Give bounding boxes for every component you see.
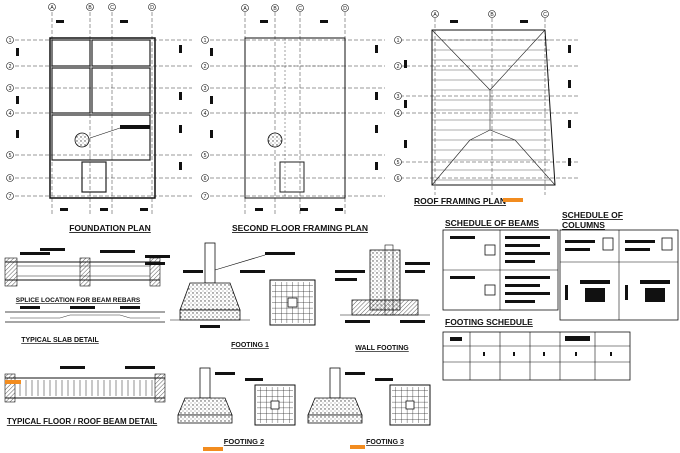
splice-detail: SPLICE LOCATION FOR BEAM REBARS xyxy=(4,248,170,304)
roof-framing-plan: ROOF FRAMING PLAN xyxy=(400,12,580,206)
grid-bubble-letter: D xyxy=(341,4,349,12)
footing-schedule: FOOTING SCHEDULE xyxy=(442,317,631,381)
foundation-outline xyxy=(49,37,156,199)
grid-bubble-number: 3 xyxy=(394,92,402,100)
grid-bubble-number: 1 xyxy=(201,36,209,44)
svg-text:1: 1 xyxy=(397,38,400,44)
column-footing-symbol xyxy=(74,132,90,148)
grid-bubble-number: 5 xyxy=(394,158,402,166)
schedule-columns-title-2: COLUMNS xyxy=(562,220,605,230)
slab-detail-title: TYPICAL SLAB DETAIL xyxy=(21,337,99,344)
svg-text:5: 5 xyxy=(397,160,400,166)
grid-bubble-letter: A xyxy=(48,3,56,11)
grid-bubble-letter: C xyxy=(296,4,304,12)
grid-bubble-letter: C xyxy=(541,10,549,18)
footing-1-title: FOOTING 1 xyxy=(231,342,269,349)
grid-bubble-number: 5 xyxy=(6,151,14,159)
svg-text:3: 3 xyxy=(9,86,12,92)
callout-bar xyxy=(120,125,150,129)
svg-text:1: 1 xyxy=(204,38,207,44)
footing-3-highlight xyxy=(350,445,365,449)
svg-text:4: 4 xyxy=(397,111,400,117)
grid-bubble-number: 5 xyxy=(201,151,209,159)
svg-text:2: 2 xyxy=(397,64,400,70)
svg-text:3: 3 xyxy=(204,86,207,92)
grid-bubble-number: 2 xyxy=(6,62,14,70)
wall-footing-title: WALL FOOTING xyxy=(355,345,409,352)
svg-text:C: C xyxy=(543,12,547,18)
roof-plan-highlight xyxy=(503,198,523,202)
grid-bubble-letter: A xyxy=(241,4,249,12)
roof-framing-plan-title: ROOF FRAMING PLAN xyxy=(414,196,506,206)
svg-text:6: 6 xyxy=(204,176,207,182)
splice-detail-title: SPLICE LOCATION FOR BEAM REBARS xyxy=(16,297,141,304)
footing-2-highlight xyxy=(203,447,223,451)
second-floor-plan-title: SECOND FLOOR FRAMING PLAN xyxy=(232,223,368,233)
foundation-plan-title: FOUNDATION PLAN xyxy=(69,223,151,233)
svg-text:C: C xyxy=(110,5,114,11)
grid-bubble-number: 4 xyxy=(201,109,209,117)
svg-text:6: 6 xyxy=(9,176,12,182)
grid-bubble-number: 6 xyxy=(394,174,402,182)
grid-bubble-letter: D xyxy=(148,3,156,11)
second-floor-framing-plan: SECOND FLOOR FRAMING PLAN xyxy=(210,12,385,233)
grid-bubble-number: 3 xyxy=(201,84,209,92)
typical-slab-detail: TYPICAL SLAB DETAIL xyxy=(5,306,165,344)
grid-bubble-number: 7 xyxy=(201,192,209,200)
column-symbol xyxy=(267,132,283,148)
grid-bubble-letter: A xyxy=(431,10,439,18)
svg-text:B: B xyxy=(490,12,494,18)
grid-bubble-number: 1 xyxy=(394,36,402,44)
footing-2-detail: FOOTING 2 xyxy=(177,367,296,451)
grid-bubble-number: 2 xyxy=(394,62,402,70)
svg-text:5: 5 xyxy=(204,153,207,159)
grid-bubble-letter: B xyxy=(488,10,496,18)
grid-bubble-letter: B xyxy=(86,3,94,11)
foundation-plan: FOUNDATION PLAN xyxy=(15,12,192,233)
svg-text:6: 6 xyxy=(397,176,400,182)
grid-bubble-number: 4 xyxy=(6,109,14,117)
svg-text:D: D xyxy=(343,6,347,12)
footing-3-title: FOOTING 3 xyxy=(366,439,404,446)
grid-bubble-number: 4 xyxy=(394,109,402,117)
svg-text:A: A xyxy=(243,6,247,12)
svg-text:4: 4 xyxy=(204,111,207,117)
footing-schedule-title: FOOTING SCHEDULE xyxy=(445,317,533,327)
grid-bubble-letter: B xyxy=(271,4,279,12)
footing-2-title: FOOTING 2 xyxy=(224,437,264,446)
svg-text:A: A xyxy=(50,5,54,11)
svg-text:4: 4 xyxy=(9,111,12,117)
wall-footing-detail: WALL FOOTING xyxy=(335,244,430,352)
schedule-columns-title-1: SCHEDULE OF xyxy=(562,210,623,220)
grid-bubble-letter: C xyxy=(108,3,116,11)
grid-bubble-number: 6 xyxy=(201,174,209,182)
beam-detail-title: TYPICAL FLOOR / ROOF BEAM DETAIL xyxy=(7,417,157,426)
svg-text:D: D xyxy=(150,5,154,11)
svg-text:A: A xyxy=(433,12,437,18)
typical-beam-detail: TYPICAL FLOOR / ROOF BEAM DETAIL xyxy=(4,366,166,426)
schedule-of-beams: SCHEDULE OF BEAMS xyxy=(442,218,559,311)
svg-text:7: 7 xyxy=(9,194,12,200)
grid-bubble-number: 6 xyxy=(6,174,14,182)
svg-text:B: B xyxy=(88,5,92,11)
svg-text:7: 7 xyxy=(204,194,207,200)
second-floor-outline xyxy=(244,37,346,199)
grid-bubble-number: 1 xyxy=(6,36,14,44)
svg-text:1: 1 xyxy=(9,38,12,44)
footing-3-detail: FOOTING 3 xyxy=(307,367,431,449)
svg-text:B: B xyxy=(273,6,277,12)
grid-bubble-number: 3 xyxy=(6,84,14,92)
svg-text:C: C xyxy=(298,6,302,12)
beam-highlight xyxy=(5,380,21,384)
grid-bubble-number: 2 xyxy=(201,62,209,70)
grid-bubble-number: 7 xyxy=(6,192,14,200)
svg-text:2: 2 xyxy=(9,64,12,70)
schedule-of-columns: SCHEDULE OF COLUMNS xyxy=(559,210,679,321)
svg-text:5: 5 xyxy=(9,153,12,159)
footing-1-detail: FOOTING 1 xyxy=(170,242,316,349)
schedule-beams-title: SCHEDULE OF BEAMS xyxy=(445,218,539,228)
svg-text:2: 2 xyxy=(204,64,207,70)
svg-text:3: 3 xyxy=(397,94,400,100)
